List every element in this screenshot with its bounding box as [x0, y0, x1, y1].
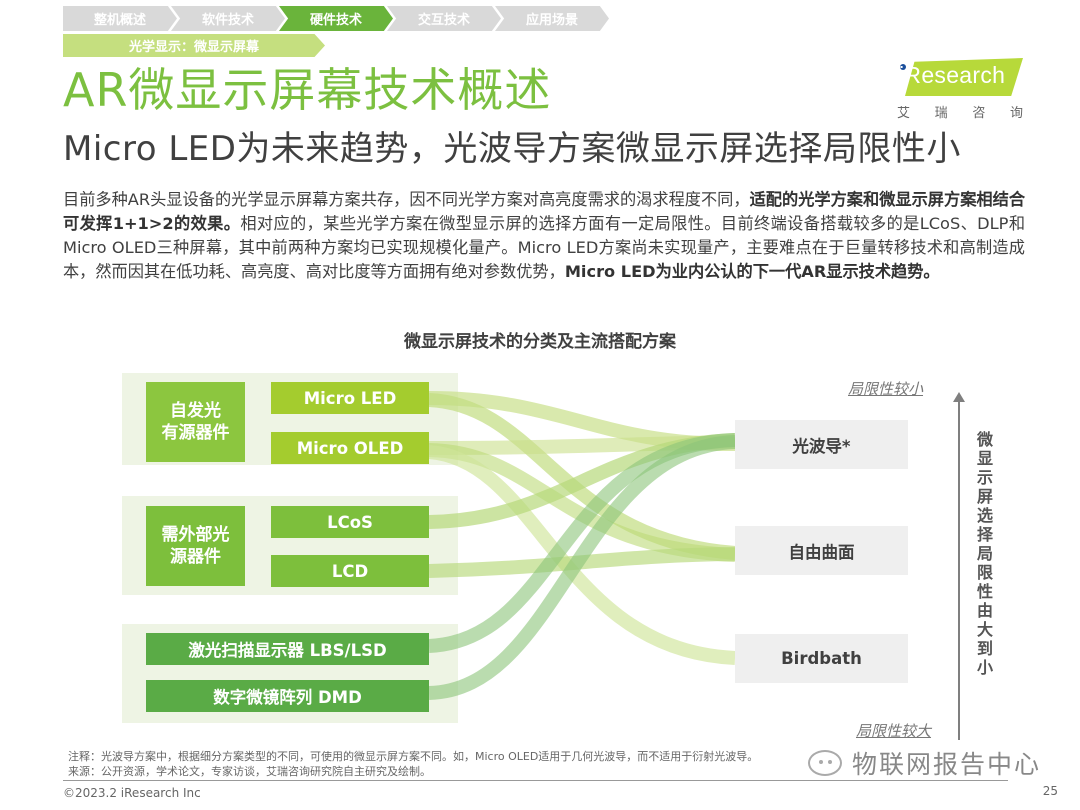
diagram-title: 微显示屏技术的分类及主流搭配方案 — [404, 332, 676, 352]
page-title: AR微显示屏幕技术概述 — [63, 63, 552, 117]
footnote: 注释：光波导方案中，根据细分方案类型的不同，可使用的微显示屏方案不同。如，Mic… — [68, 749, 758, 779]
link-microled-freeform — [428, 393, 736, 560]
logo-plate — [905, 58, 1023, 96]
body-paragraph: 目前多种AR头显设备的光学显示屏幕方案共存，因不同光学方案对高亮度需求的渴求程度… — [63, 188, 1025, 284]
link-microled-waveguide — [428, 391, 736, 452]
optic-freeform: 自由曲面 — [735, 526, 908, 575]
logo-brand: iResearch — [899, 62, 1006, 88]
category-label-line: 源器件 — [170, 547, 221, 567]
footnote-source: 来源：公开资源，学术论文，专家访谈，艾瑞咨询研究院自主研究及绘制。 — [68, 765, 431, 778]
para-bold-1: 适配的光学方案和微显示屏方案相结合可发挥1+1>2的效果。 — [63, 190, 1026, 233]
logo-cn: 艾 瑞 咨 询 — [897, 102, 1023, 121]
nav-tab-overview[interactable]: 整机概述 — [63, 6, 177, 31]
copyright: ©2023.2 iResearch Inc — [63, 786, 201, 800]
nav-tab-software[interactable]: 软件技术 — [171, 6, 285, 31]
axis-top-label: 局限性较小 — [848, 380, 924, 398]
display-dmd: 数字微镜阵列 DMD — [146, 680, 429, 712]
link-microoled-birdbath — [428, 445, 736, 665]
logo-cn-char: 瑞 — [934, 106, 948, 121]
section-nav: 整机概述 软件技术 硬件技术 交互技术 应用场景 — [63, 6, 609, 31]
optic-waveguide: 光波导* — [735, 420, 908, 469]
logo-cn-char: 艾 — [897, 106, 911, 121]
link-lcos-waveguide — [428, 433, 736, 529]
para-text-2: 相对应的，某些光学方案在微型显示屏的选择方面有一定局限性。目前终端设备搭载较多的… — [63, 214, 1026, 281]
subsection-tag: 光学显示：微显示屏幕 — [63, 34, 325, 57]
axis-vertical-label: 微显示屏选择局限性由大到小 — [976, 430, 993, 677]
category-external-light: 需外部光 源器件 — [146, 506, 245, 586]
link-microoled-freeform — [428, 443, 736, 562]
category-label-line: 有源器件 — [161, 423, 230, 443]
link-microoled-waveguide — [428, 435, 736, 455]
page-subtitle: Micro LED为未来趋势，光波导方案微显示屏选择局限性小 — [63, 129, 961, 169]
link-lcd-freeform — [428, 547, 736, 578]
optic-birdbath: Birdbath — [735, 634, 908, 683]
display-micro-led: Micro LED — [271, 382, 429, 414]
axis-line — [958, 400, 960, 740]
logo-cn-char: 询 — [1009, 106, 1023, 121]
display-lcos: LCoS — [271, 506, 429, 538]
display-micro-oled: Micro OLED — [271, 432, 429, 464]
watermark-text: 物联网报告中心 — [852, 750, 1042, 779]
category-label-line: 需外部光 — [161, 525, 230, 545]
category-label-line: 自发光 — [170, 401, 221, 421]
para-text-1: 目前多种AR头显设备的光学显示屏幕方案共存，因不同光学方案对高亮度需求的渴求程度… — [63, 190, 750, 209]
nav-tab-applications[interactable]: 应用场景 — [495, 6, 609, 31]
logo-dot-icon — [900, 64, 906, 70]
link-lbs-waveguide — [428, 433, 736, 653]
iresearch-logo: iResearch 艾 瑞 咨 询 — [895, 58, 1025, 123]
footnote-note: 注释：光波导方案中，根据细分方案类型的不同，可使用的微显示屏方案不同。如，Mic… — [68, 750, 759, 763]
para-bold-2: Micro LED为业内公认的下一代AR显示技术趋势。 — [564, 262, 940, 281]
nav-tab-hardware[interactable]: 硬件技术 — [279, 6, 393, 31]
logo-cn-char: 咨 — [972, 106, 986, 121]
nav-tab-interaction[interactable]: 交互技术 — [387, 6, 501, 31]
watermark: 物联网报告中心 — [808, 745, 1041, 781]
footer-divider — [63, 780, 1008, 781]
category-self-emissive: 自发光 有源器件 — [146, 382, 245, 462]
axis-bottom-label: 局限性较大 — [856, 722, 932, 740]
arrow-up-icon — [953, 392, 965, 402]
page-number: 25 — [1042, 784, 1058, 798]
display-lcd: LCD — [271, 555, 429, 587]
display-lbs-lsd: 激光扫描显示器 LBS/LSD — [146, 633, 429, 665]
wechat-icon — [808, 750, 842, 776]
link-dmd-waveguide — [428, 435, 736, 700]
